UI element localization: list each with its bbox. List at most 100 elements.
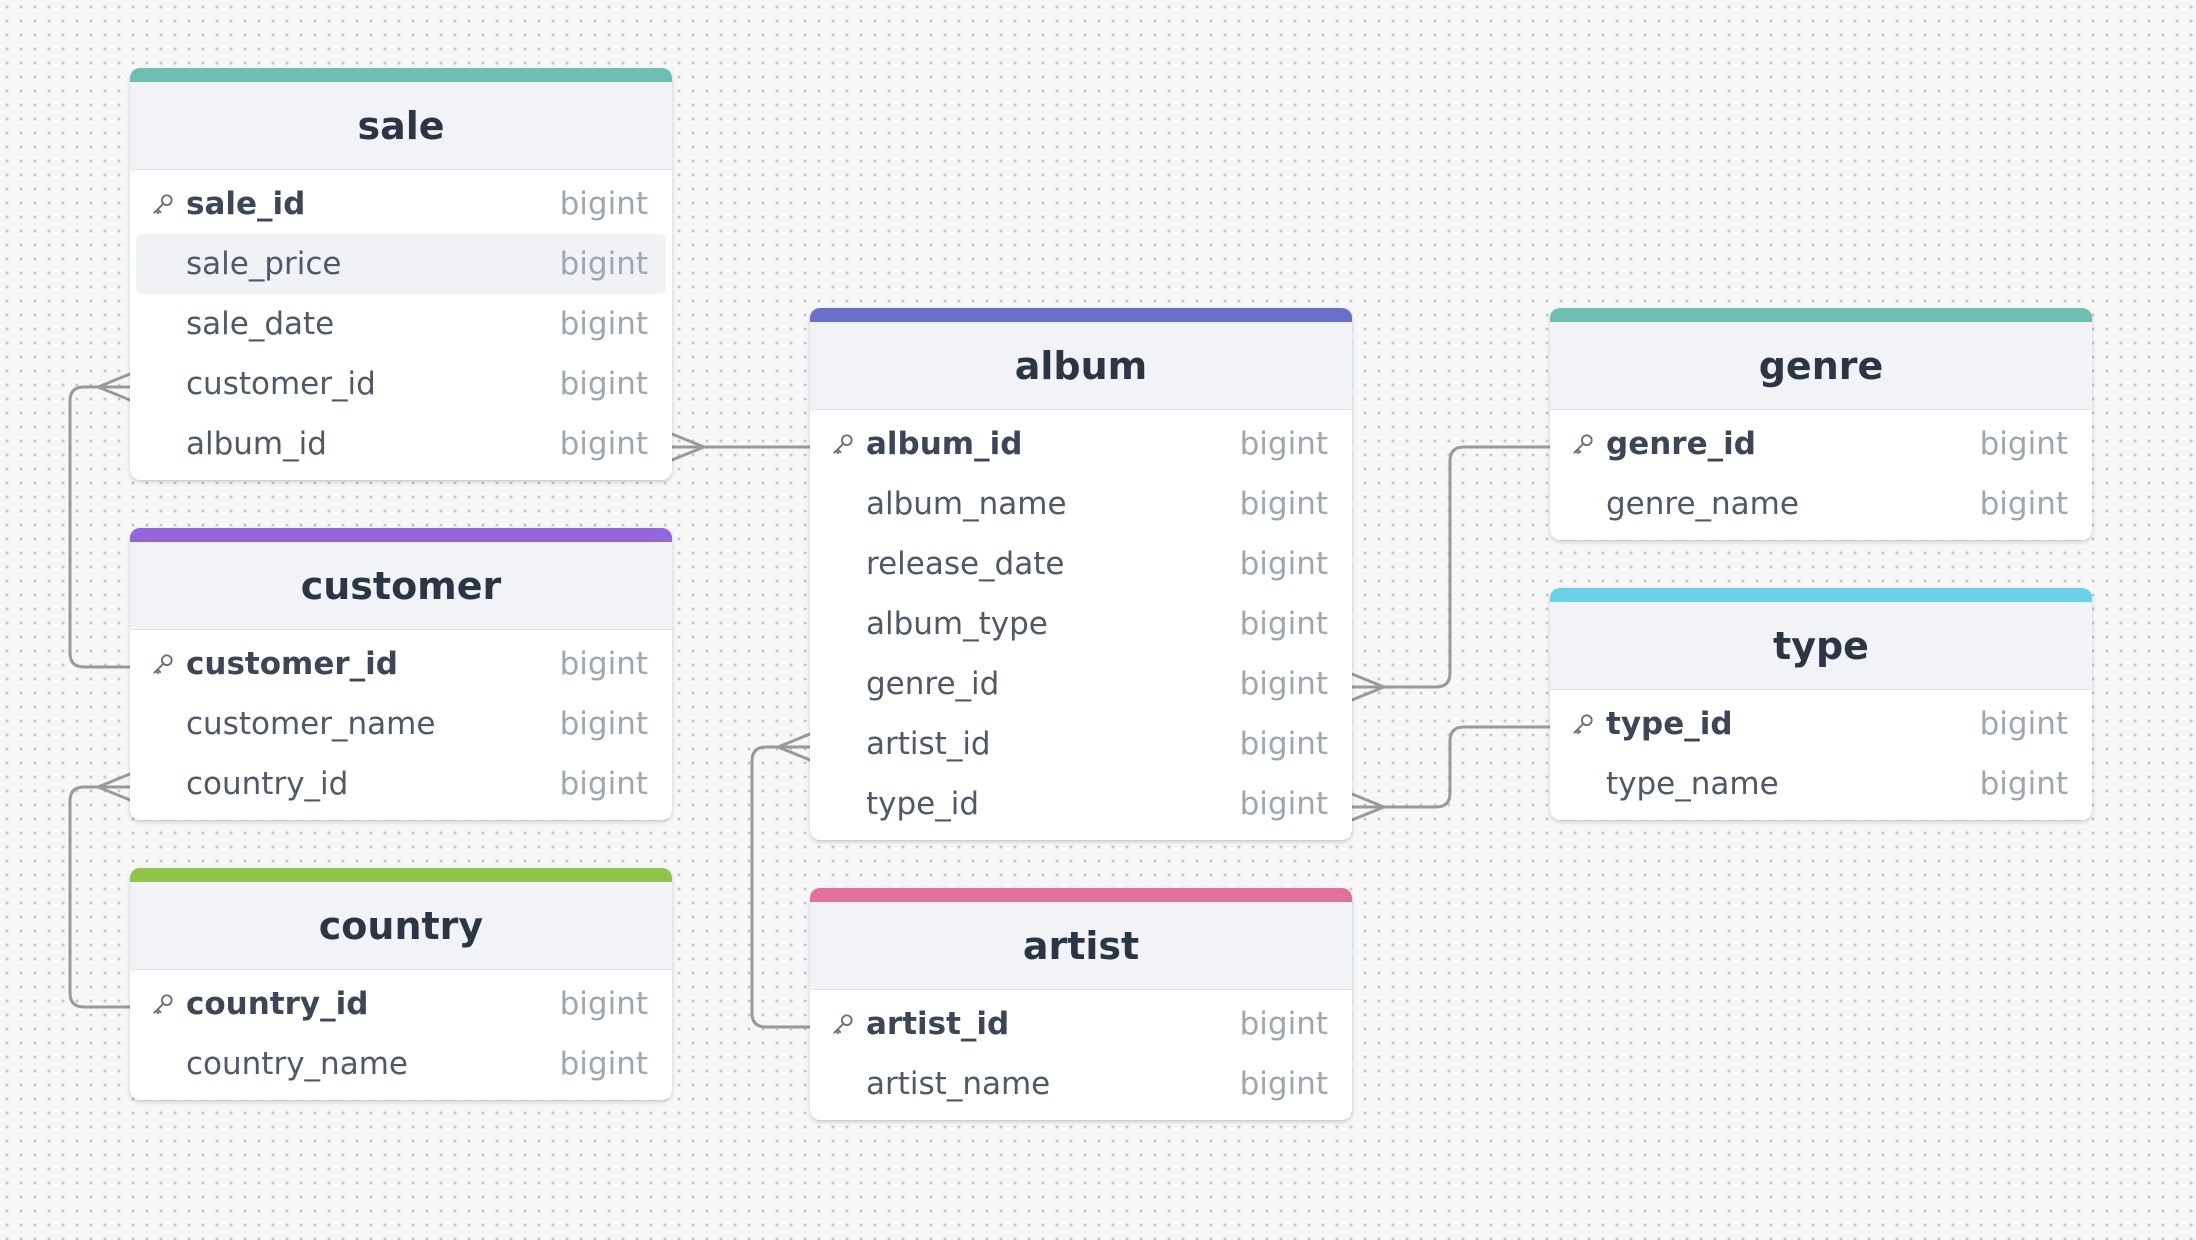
column-name: artist_id (866, 1006, 1010, 1042)
column-name: type_id (1606, 706, 1733, 742)
table-title: customer (300, 563, 502, 608)
column-name: genre_id (866, 666, 1000, 702)
table-header[interactable]: sale (130, 82, 672, 170)
relationship-sale-customer[interactable] (68, 372, 132, 669)
column-type: bigint (559, 366, 648, 402)
column-row-album-id[interactable]: album_id bigint (816, 414, 1346, 474)
table-header[interactable]: artist (810, 902, 1352, 990)
column-type: bigint (559, 246, 648, 282)
column-type: bigint (559, 306, 648, 342)
column-type: bigint (1239, 426, 1328, 462)
column-row-country-name[interactable]: country_name bigint (136, 1034, 666, 1094)
relationship-album-artist[interactable] (750, 732, 812, 1029)
table-title: type (1773, 623, 1869, 668)
column-type: bigint (1979, 706, 2068, 742)
table-accent-bar (130, 528, 672, 542)
column-row-customer-name[interactable]: customer_name bigint (136, 694, 666, 754)
column-row-sale-date[interactable]: sale_date bigint (136, 294, 666, 354)
column-type: bigint (1979, 486, 2068, 522)
table-header[interactable]: country (130, 882, 672, 970)
column-row-sale-id[interactable]: sale_id bigint (136, 174, 666, 234)
column-row-customer-id[interactable]: customer_id bigint (136, 354, 666, 414)
column-name: album_id (866, 426, 1023, 462)
key-icon (150, 991, 186, 1017)
column-name: country_id (186, 986, 369, 1022)
column-name: genre_name (1606, 486, 1799, 522)
column-name: customer_id (186, 366, 376, 402)
column-type: bigint (1239, 726, 1328, 762)
column-type: bigint (1239, 486, 1328, 522)
relationship-album-genre[interactable] (1350, 445, 1552, 702)
column-name: sale_id (186, 186, 306, 222)
column-row-country-id[interactable]: country_id bigint (136, 974, 666, 1034)
key-icon (150, 651, 186, 677)
column-name: artist_name (866, 1066, 1051, 1102)
column-type: bigint (559, 986, 648, 1022)
table-accent-bar (1550, 308, 2092, 322)
table-accent-bar (130, 868, 672, 882)
column-type: bigint (559, 766, 648, 802)
table-title: album (1014, 343, 1148, 388)
table-header[interactable]: customer (130, 542, 672, 630)
column-name: customer_name (186, 706, 436, 742)
column-type: bigint (1239, 1006, 1328, 1042)
column-name: country_name (186, 1046, 408, 1082)
table-header[interactable]: genre (1550, 322, 2092, 410)
column-row-artist-name[interactable]: artist_name bigint (816, 1054, 1346, 1114)
column-row-artist-id[interactable]: artist_id bigint (816, 994, 1346, 1054)
column-name: album_name (866, 486, 1067, 522)
column-type: bigint (559, 706, 648, 742)
column-type: bigint (559, 186, 648, 222)
column-row-type-id[interactable]: type_id bigint (1556, 694, 2086, 754)
column-name: country_id (186, 766, 349, 802)
column-type: bigint (559, 426, 648, 462)
column-row-country-id[interactable]: country_id bigint (136, 754, 666, 814)
table-title: sale (357, 103, 445, 148)
table-title: artist (1022, 923, 1140, 968)
table-header[interactable]: album (810, 322, 1352, 410)
column-row-genre-name[interactable]: genre_name bigint (1556, 474, 2086, 534)
relationship-sale-album[interactable] (670, 432, 812, 462)
column-type: bigint (1239, 1066, 1328, 1102)
column-row-album-name[interactable]: album_name bigint (816, 474, 1346, 534)
key-icon (830, 431, 866, 457)
column-type: bigint (1979, 426, 2068, 462)
table-accent-bar (130, 68, 672, 82)
column-name: album_type (866, 606, 1048, 642)
table-header[interactable]: type (1550, 602, 2092, 690)
relationship-customer-country[interactable] (68, 772, 132, 1009)
column-name: sale_date (186, 306, 335, 342)
relationship-album-type[interactable] (1350, 725, 1552, 822)
table-accent-bar (810, 308, 1352, 322)
key-icon (150, 191, 186, 217)
table-title: genre (1758, 343, 1884, 388)
key-icon (830, 1011, 866, 1037)
key-icon (1570, 431, 1606, 457)
column-type: bigint (1239, 546, 1328, 582)
column-type: bigint (559, 1046, 648, 1082)
